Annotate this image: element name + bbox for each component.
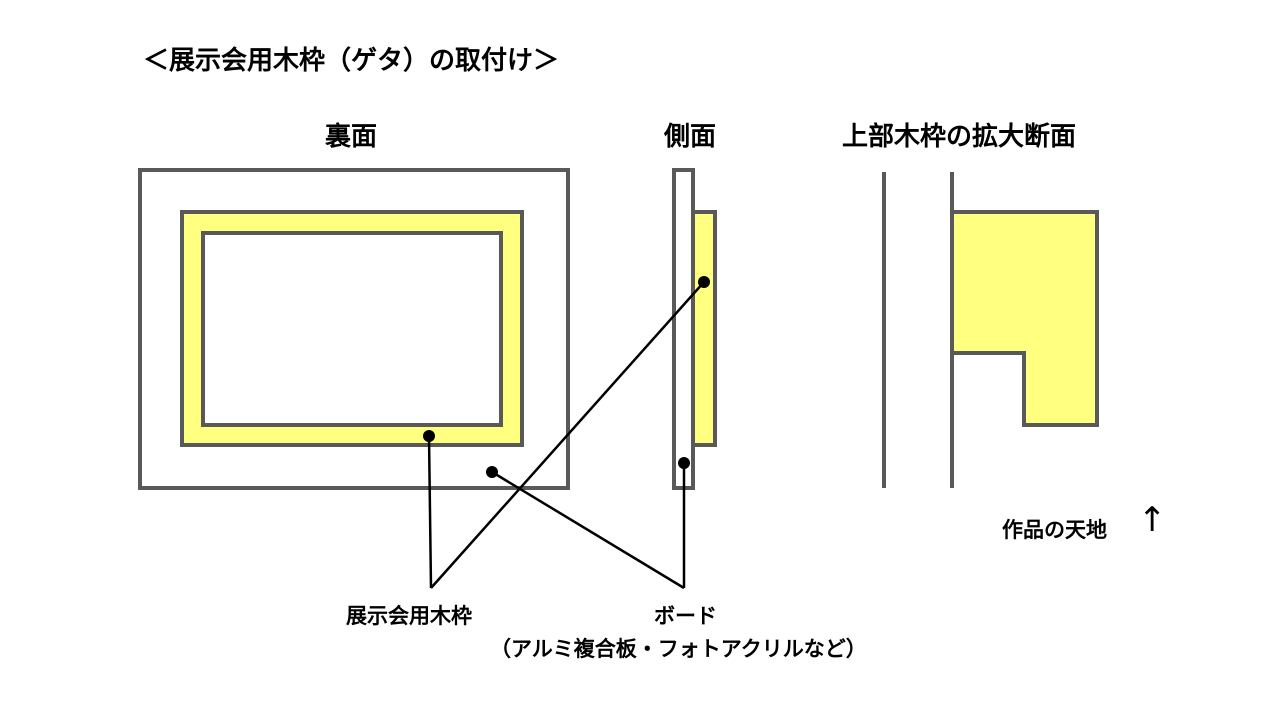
leader-board-back [491,470,685,590]
label-orientation: 作品の天地 [1002,518,1107,542]
side-view-heading: 側面 [664,122,717,152]
section-view-heading: 上部木枠の拡大断面 [842,122,1077,152]
diagram-title: ＜展示会用木枠（ゲタ）の取付け＞ [143,46,560,76]
section-wood-profile [950,210,1099,427]
leader-frame-back [427,435,433,589]
leader-dot-board-side [678,457,690,469]
up-arrow-icon: ↑ [1138,500,1167,540]
label-board-materials: （アルミ複合板・フォトアクリルなど） [490,637,867,661]
leader-dot-frame-back [423,430,435,442]
back-view-heading: 裏面 [325,122,378,152]
label-board: ボード [654,604,717,628]
leader-dot-board-back [486,466,498,478]
side-view-board [672,168,695,490]
leader-frame-side [430,281,705,589]
side-view-wood-frame [691,210,717,447]
label-wood-frame: 展示会用木枠 [346,604,472,628]
back-view-frame-opening [201,231,503,427]
leader-dot-frame-side [698,276,710,288]
